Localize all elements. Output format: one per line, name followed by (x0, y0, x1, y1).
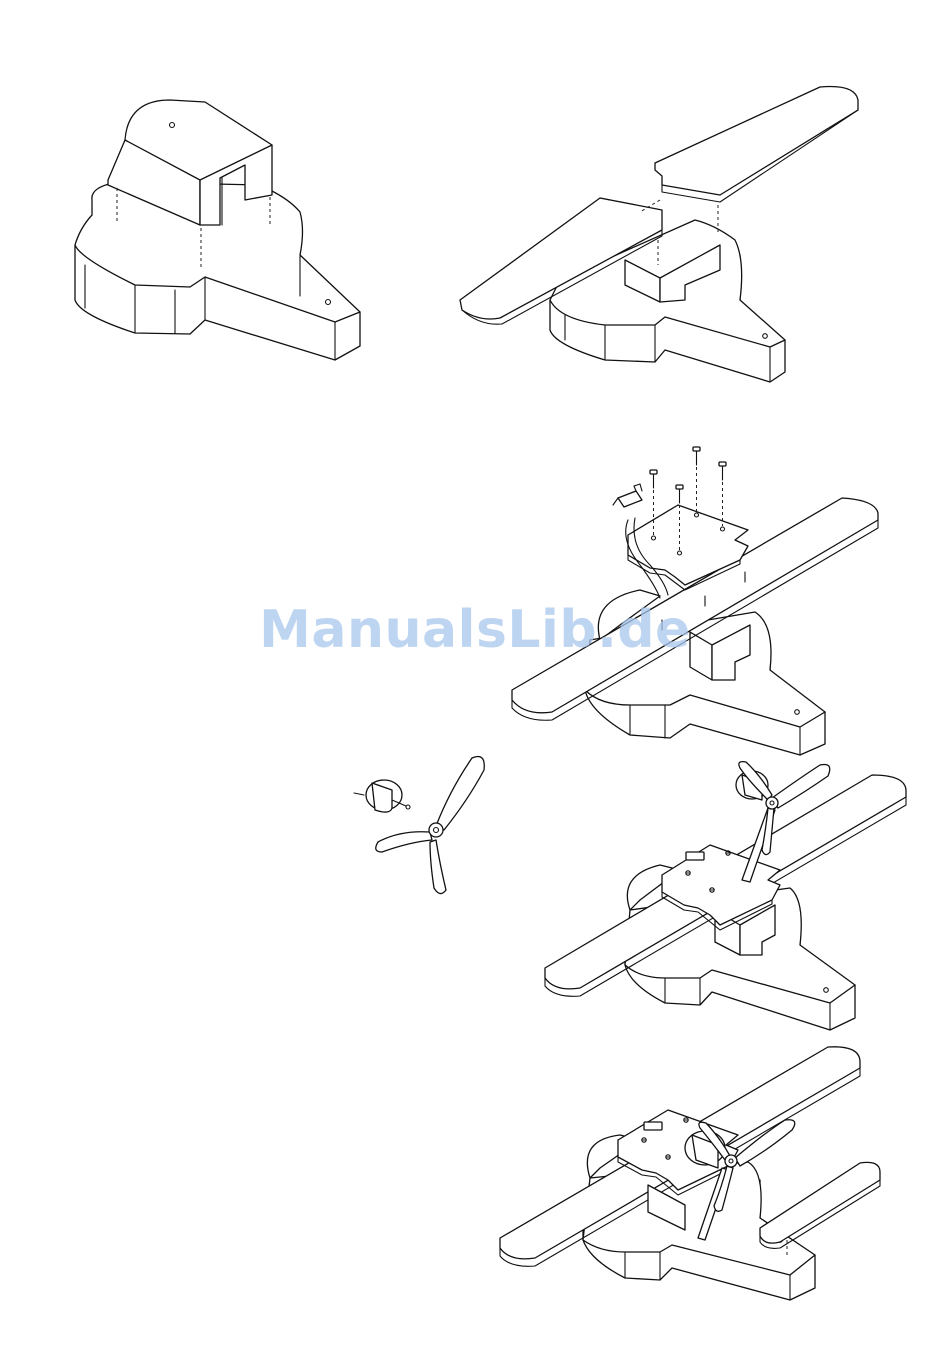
motor-propeller-part (354, 757, 484, 894)
plane-with-mounted-propeller (545, 762, 906, 1030)
base-with-cockpit-block (75, 100, 360, 360)
base-with-split-wings (460, 87, 858, 382)
plane-with-tail-wing (500, 1047, 880, 1300)
watermark: ManualsLib.de (0, 600, 950, 660)
